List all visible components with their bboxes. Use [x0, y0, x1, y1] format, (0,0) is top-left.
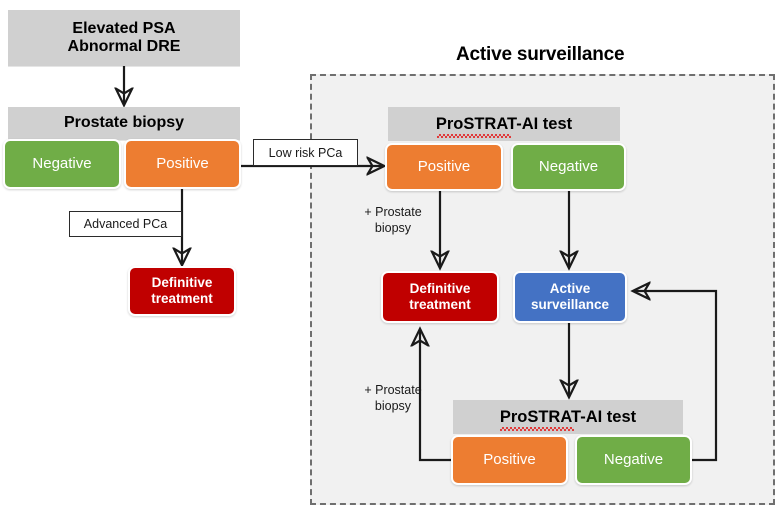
right-definitive-line-2: treatment — [409, 297, 471, 312]
biopsy-negative[interactable]: Negative — [3, 139, 121, 189]
prostrat-ai-test-2-header: ProSTRAT-AI test — [453, 400, 683, 434]
entry-line-1: Elevated PSA — [72, 19, 176, 37]
right-definitive-line-1: Definitive — [409, 281, 471, 297]
test-2-positive[interactable]: Positive — [451, 435, 568, 485]
prostrat-ai-test-1-header: ProSTRAT-AI test — [388, 107, 620, 141]
active-surveillance-node[interactable]: Active surveillance — [513, 271, 627, 323]
prostate-biopsy-header: Prostate biopsy — [8, 107, 240, 140]
low-risk-pca-label: Low risk PCa — [253, 139, 358, 166]
right-definitive-treatment[interactable]: Definitive treatment — [381, 271, 499, 323]
test-2-negative-label: Negative — [603, 451, 664, 469]
advanced-pca-label: Advanced PCa — [69, 211, 182, 237]
biopsy-negative-label: Negative — [32, 155, 92, 173]
biopsy-positive-label: Positive — [156, 155, 209, 173]
biopsy-note-2: + Prostate biopsy — [364, 383, 422, 413]
prostate-biopsy-label: Prostate biopsy — [63, 114, 185, 132]
advanced-pca-text: Advanced PCa — [83, 217, 168, 231]
active-surveillance-line-2: surveillance — [530, 297, 610, 312]
biopsy-positive[interactable]: Positive — [124, 139, 241, 189]
entry-line-2: Abnormal DRE — [67, 38, 181, 55]
active-surveillance-title: Active surveillance — [456, 44, 625, 65]
entry-node: Elevated PSA Abnormal DRE — [8, 10, 240, 66]
left-definitive-line-1: Definitive — [151, 275, 213, 291]
prostrat-ai-test-2-label: ProSTRAT-AI test — [499, 407, 637, 426]
active-surveillance-line-1: Active — [549, 281, 591, 297]
prostrat-ai-test-1-label: ProSTRAT-AI test — [435, 114, 573, 133]
test-2-positive-label: Positive — [483, 451, 536, 469]
test-1-negative-label: Negative — [538, 158, 599, 176]
test-1-positive[interactable]: Positive — [385, 143, 503, 191]
test-2-negative[interactable]: Negative — [575, 435, 692, 485]
left-definitive-treatment[interactable]: Definitive treatment — [128, 266, 236, 316]
test-1-negative[interactable]: Negative — [511, 143, 626, 191]
low-risk-pca-text: Low risk PCa — [268, 145, 343, 160]
test-1-positive-label: Positive — [417, 158, 471, 176]
left-definitive-line-2: treatment — [151, 291, 213, 306]
biopsy-note-1: + Prostate biopsy — [364, 205, 422, 235]
